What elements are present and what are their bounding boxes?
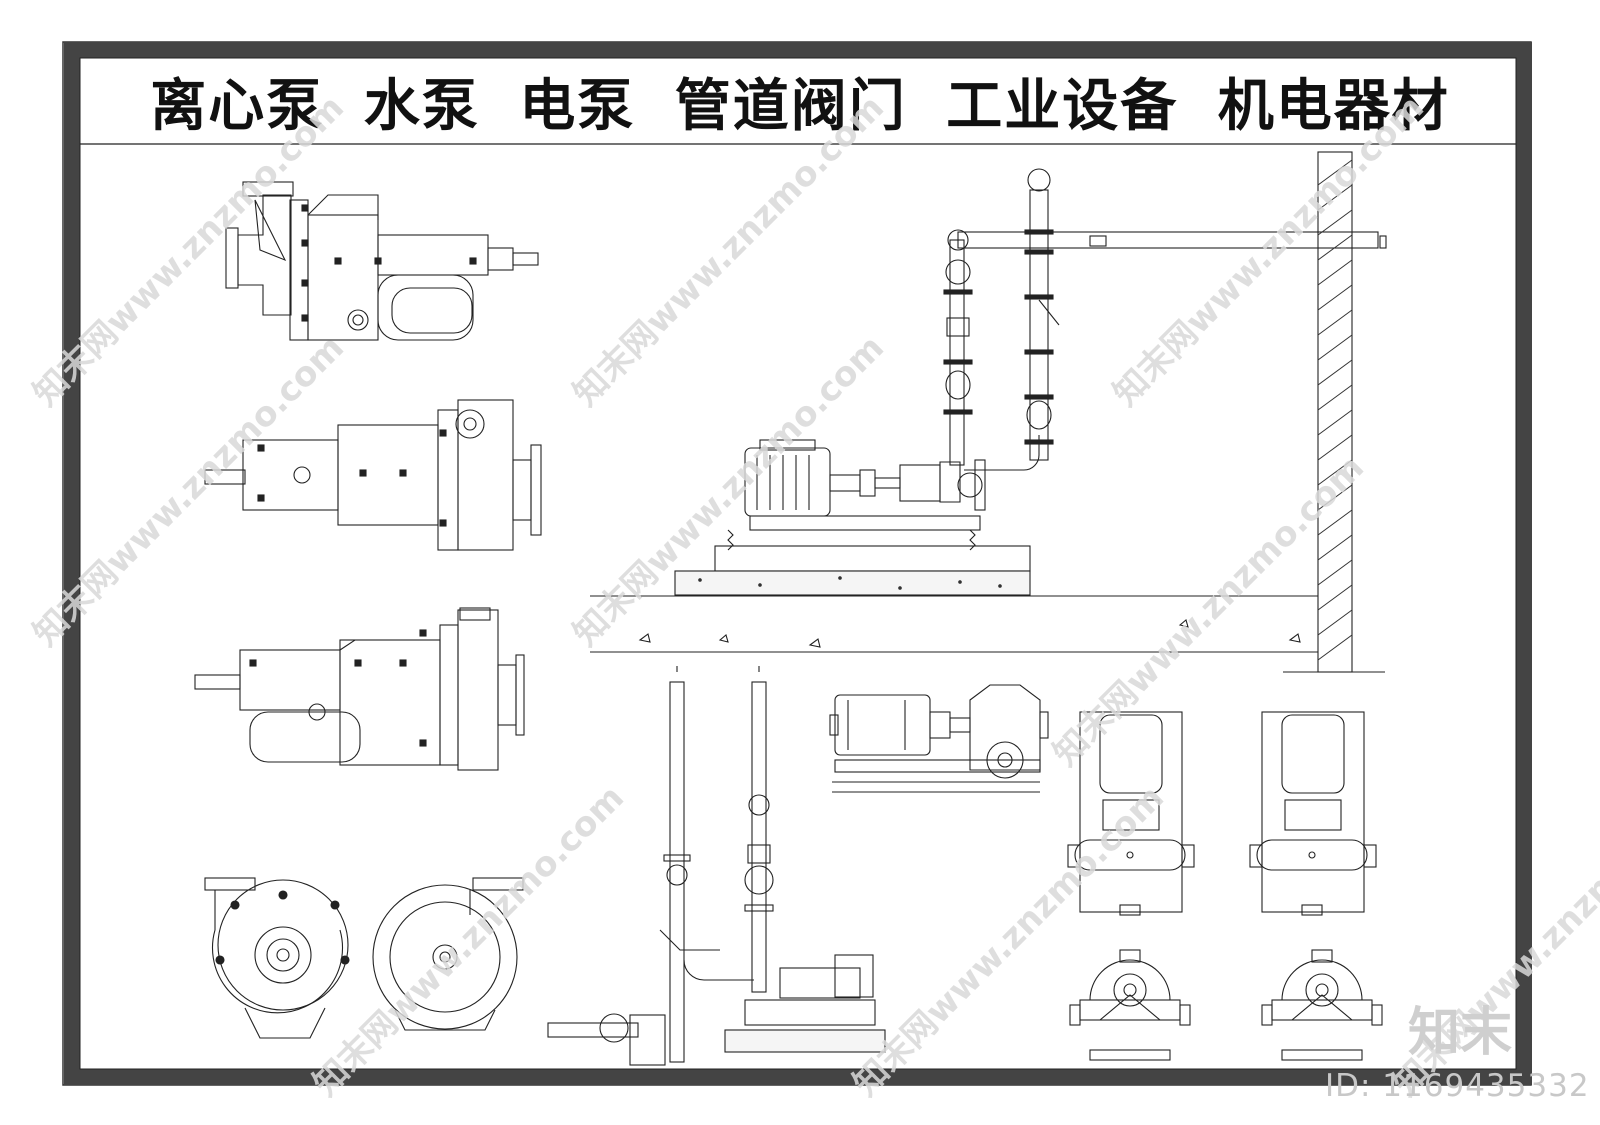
vertical-pump-right bbox=[1249, 711, 1377, 916]
watermark-logo: 知末 bbox=[1408, 1003, 1513, 1063]
wall-hatch-lines bbox=[1317, 159, 1353, 661]
main-pump-assembly bbox=[674, 439, 1031, 596]
pump-front-view-1 bbox=[204, 877, 350, 1039]
vertical-pump-left bbox=[1067, 711, 1195, 916]
inner-frame bbox=[64, 42, 1532, 1085]
pump-side-view-3 bbox=[194, 607, 525, 771]
pump-front-view-2 bbox=[372, 877, 524, 1031]
main-piping bbox=[943, 168, 1387, 471]
watermark-id: ID: 1169435332 bbox=[1325, 1068, 1590, 1104]
ground-slab bbox=[590, 595, 1318, 653]
split-case-pump-front-right bbox=[1261, 949, 1383, 1061]
split-case-pump-side bbox=[829, 684, 1049, 793]
hatched-wall bbox=[1283, 151, 1385, 673]
lower-installation bbox=[547, 666, 886, 1066]
pump-side-view-2 bbox=[204, 399, 542, 551]
pump-side-view-1 bbox=[225, 181, 539, 341]
page-title: 离心泵 水泵 电泵 管道阀门 工业设备 机电器材 bbox=[150, 73, 1450, 139]
split-case-pump-front-left bbox=[1069, 949, 1191, 1061]
